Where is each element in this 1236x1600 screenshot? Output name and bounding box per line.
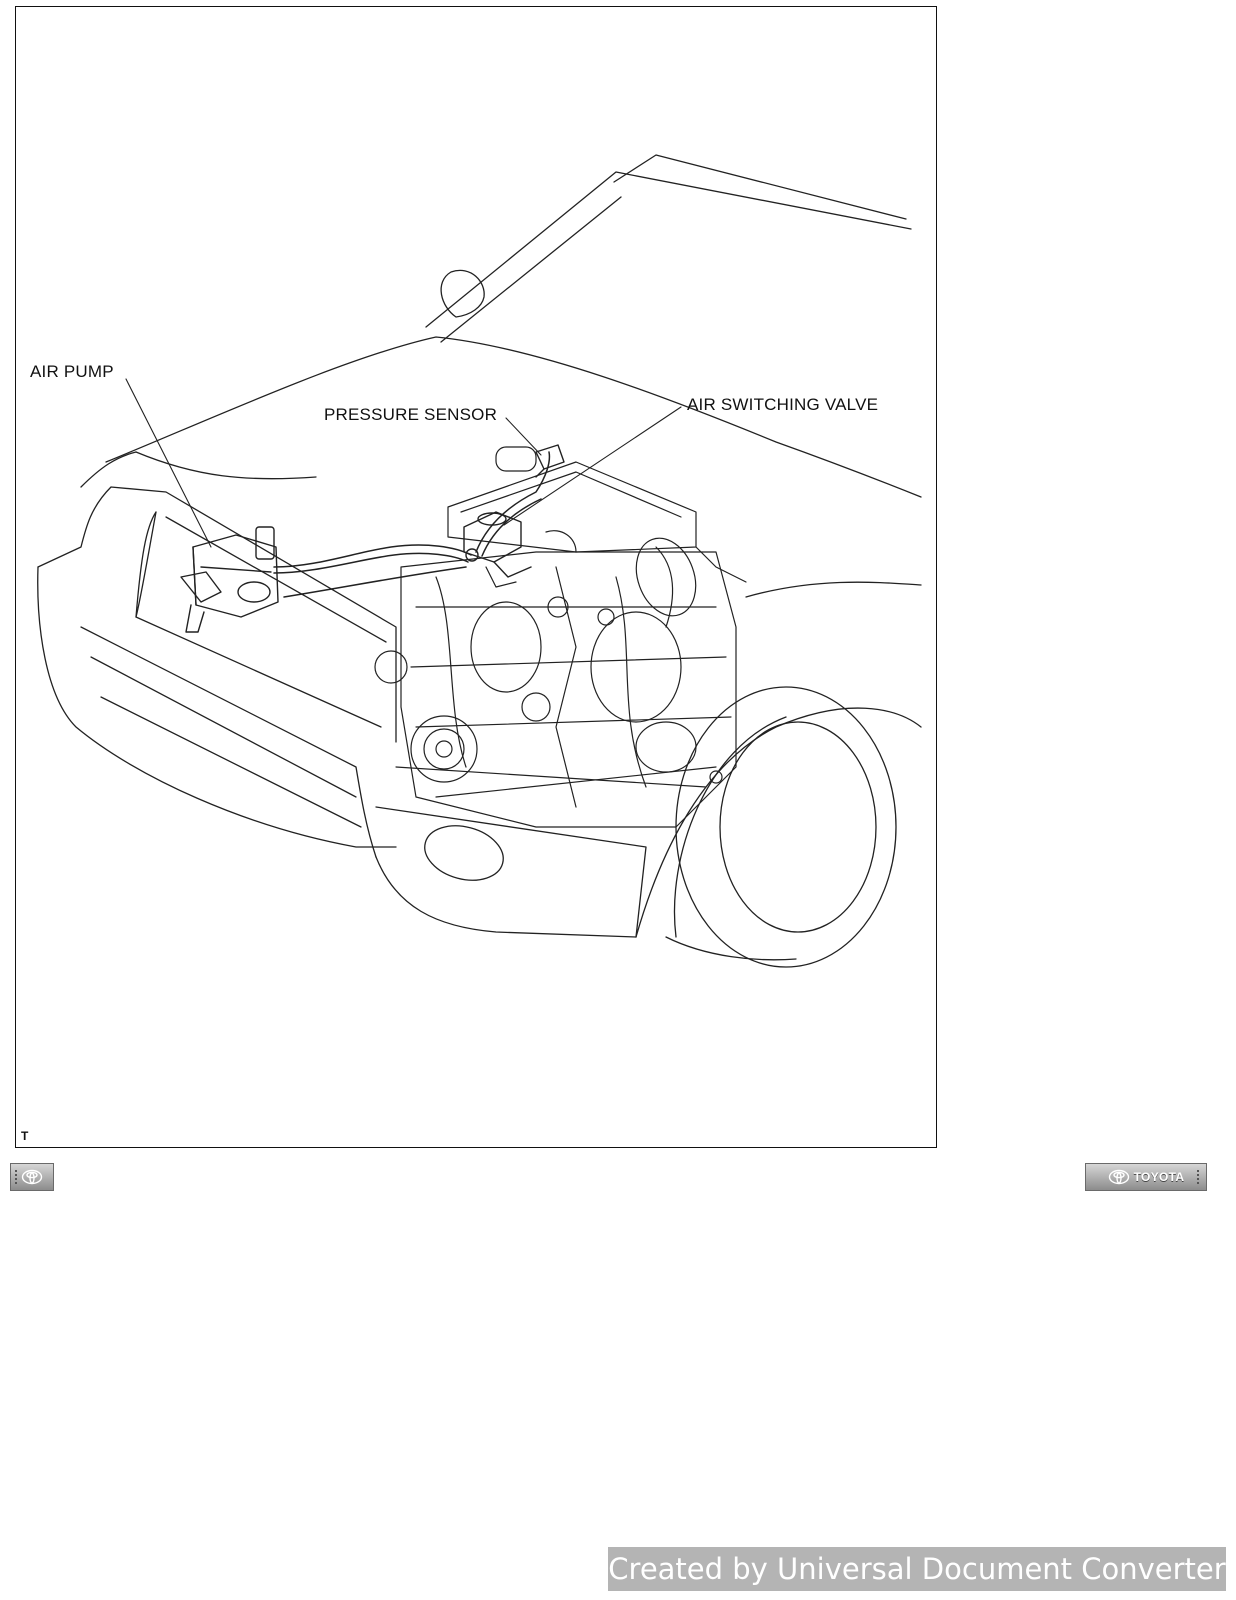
air-hose-lines: [273, 451, 551, 598]
pressure-sensor-part: [535, 444, 565, 478]
air-pump-unit: [180, 526, 279, 633]
label-air-switching-valve: AIR SWITCHING VALVE: [687, 395, 879, 414]
nav-back-button[interactable]: [10, 1163, 54, 1191]
toyota-emblem-icon: [1108, 1169, 1129, 1185]
hood-outline: [80, 336, 922, 498]
vehicle-engine-illustration: [37, 154, 922, 968]
fog-lamp: [424, 825, 504, 881]
engine-assembly: [374, 446, 747, 828]
grip-dots: [15, 1170, 20, 1184]
fender-wheel: [635, 581, 922, 968]
converter-watermark: Created by Universal Document Converter: [608, 1547, 1226, 1591]
toyota-emblem-icon: [21, 1169, 43, 1185]
diagram-frame: AIR PUMP PRESSURE SENSOR AIR SWITCHING V…: [15, 6, 937, 1148]
leader-lines: [125, 378, 682, 548]
side-mirror: [440, 269, 485, 318]
brand-label: TOYOTA: [1133, 1170, 1185, 1184]
air-switching-valve-part: [463, 511, 532, 578]
label-air-pump: AIR PUMP: [30, 362, 114, 381]
toyota-brand-button[interactable]: TOYOTA: [1085, 1163, 1207, 1191]
corner-mark: T: [21, 1129, 29, 1143]
front-bumper-grille: [37, 486, 647, 938]
windshield-outline: [425, 154, 912, 343]
label-pressure-sensor: PRESSURE SENSOR: [324, 405, 498, 424]
grip-dots: [1197, 1170, 1202, 1184]
